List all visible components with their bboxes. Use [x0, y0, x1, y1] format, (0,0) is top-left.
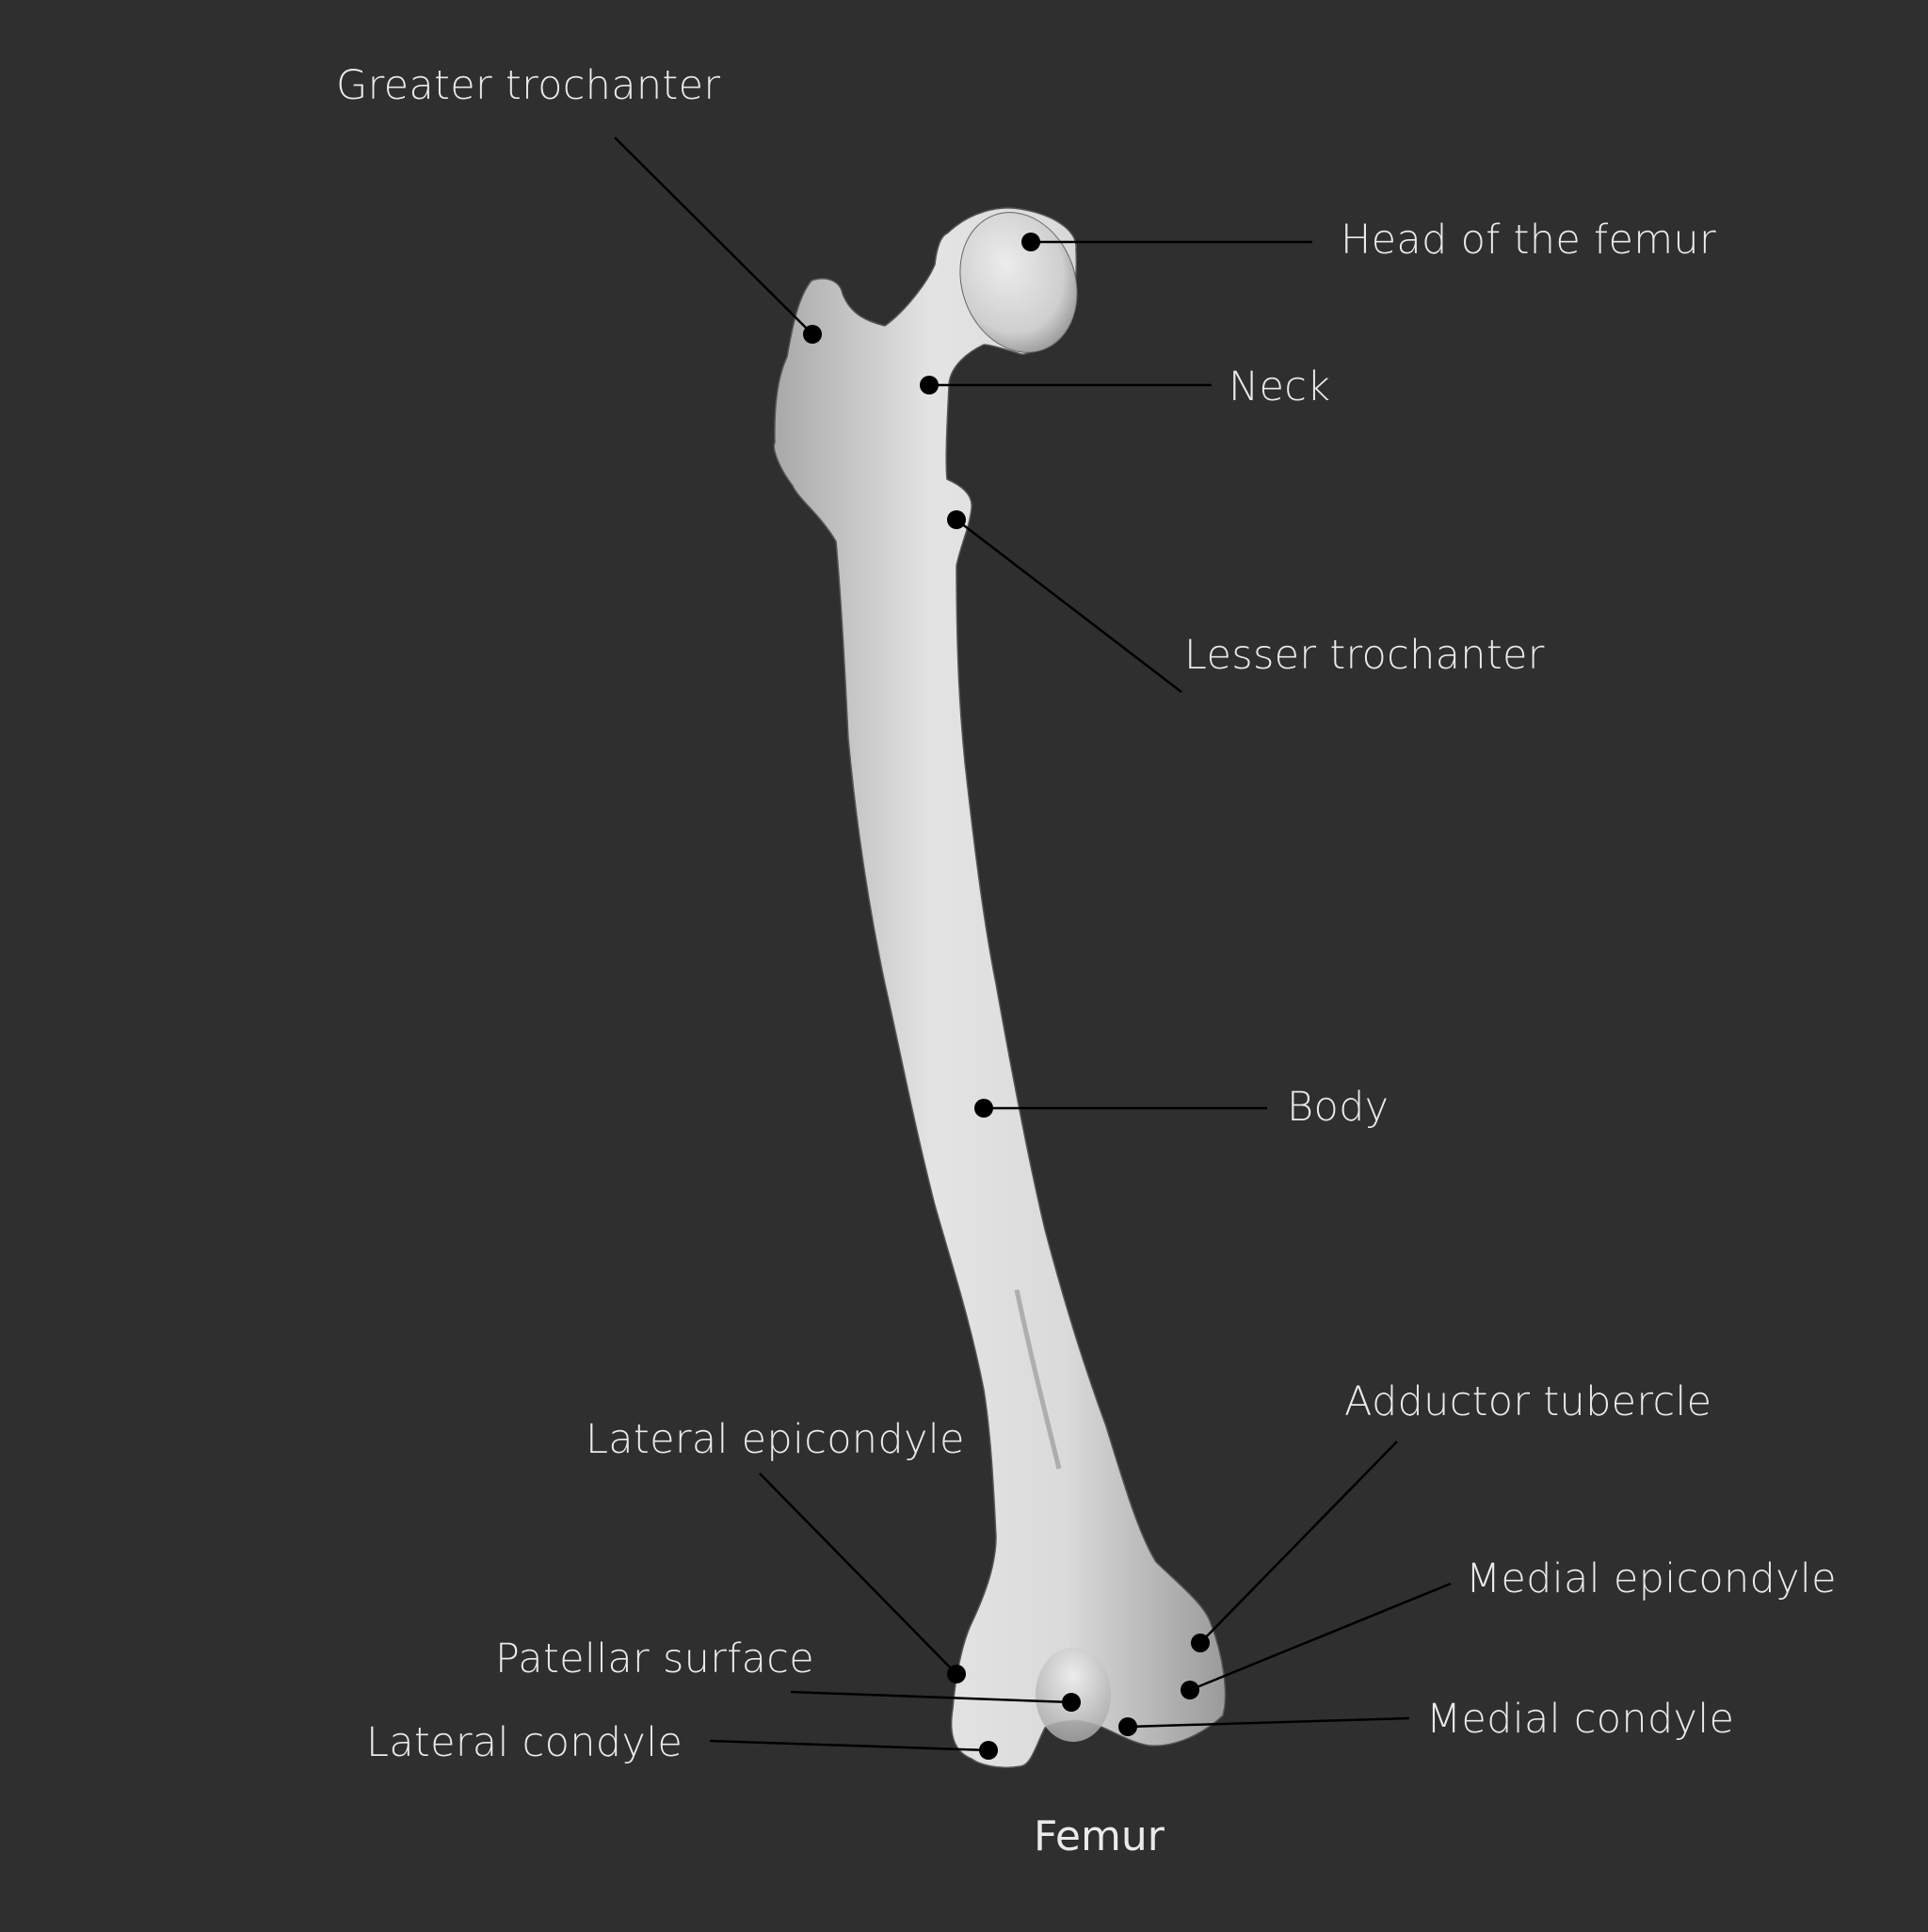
- linea-aspera-shape: [1014, 1289, 1062, 1470]
- leader-line-adductor-tubercle: [1199, 1441, 1398, 1644]
- femoral-head-shape: [959, 212, 1078, 353]
- figure-title: Femur: [1034, 1812, 1165, 1860]
- marker-dot-medial-condyle: [1118, 1717, 1137, 1736]
- marker-dot-lateral-epicondyle: [947, 1665, 966, 1683]
- marker-dot-medial-epicondyle: [1181, 1681, 1199, 1699]
- marker-dot-neck: [920, 376, 939, 394]
- label-lateral-epicondyle: Lateral epicondyle: [586, 1416, 965, 1463]
- leader-line-lateral-epicondyle: [759, 1473, 957, 1675]
- marker-dots: [803, 233, 1210, 1760]
- label-lateral-condyle: Lateral condyle: [366, 1719, 683, 1766]
- marker-dot-lateral-condyle: [979, 1741, 998, 1760]
- leader-line-patellar-surface: [790, 1690, 1072, 1704]
- leader-line-medial-condyle: [1127, 1716, 1410, 1729]
- leader-lines: [614, 137, 1452, 1752]
- label-neck: Neck: [1229, 363, 1331, 411]
- label-medial-condyle: Medial condyle: [1426, 1696, 1735, 1743]
- label-greater-trochanter: Greater trochanter: [336, 62, 721, 109]
- leader-line-lateral-condyle: [709, 1739, 989, 1752]
- marker-dot-patellar-surface: [1062, 1693, 1081, 1712]
- label-medial-epicondyle: Medial epicondyle: [1466, 1555, 1837, 1602]
- marker-dot-greater-trochanter: [803, 325, 822, 344]
- marker-dot-adductor-tubercle: [1191, 1634, 1210, 1652]
- leader-line-greater-trochanter: [614, 137, 813, 335]
- label-adductor-tubercle: Adductor tubercle: [1344, 1378, 1712, 1425]
- leader-line-lesser-trochanter: [956, 519, 1182, 693]
- marker-dot-body: [974, 1099, 993, 1118]
- marker-dot-lesser-trochanter: [947, 510, 966, 529]
- femur-bone-shape: [773, 207, 1227, 1769]
- label-patellar-surface: Patellar surface: [495, 1635, 814, 1682]
- label-head-of-femur: Head of the femur: [1341, 217, 1716, 264]
- leader-line-medial-epicondyle: [1189, 1582, 1452, 1692]
- label-lesser-trochanter: Lesser trochanter: [1184, 632, 1545, 679]
- label-body: Body: [1287, 1084, 1390, 1131]
- marker-dot-head-of-femur: [1021, 233, 1040, 251]
